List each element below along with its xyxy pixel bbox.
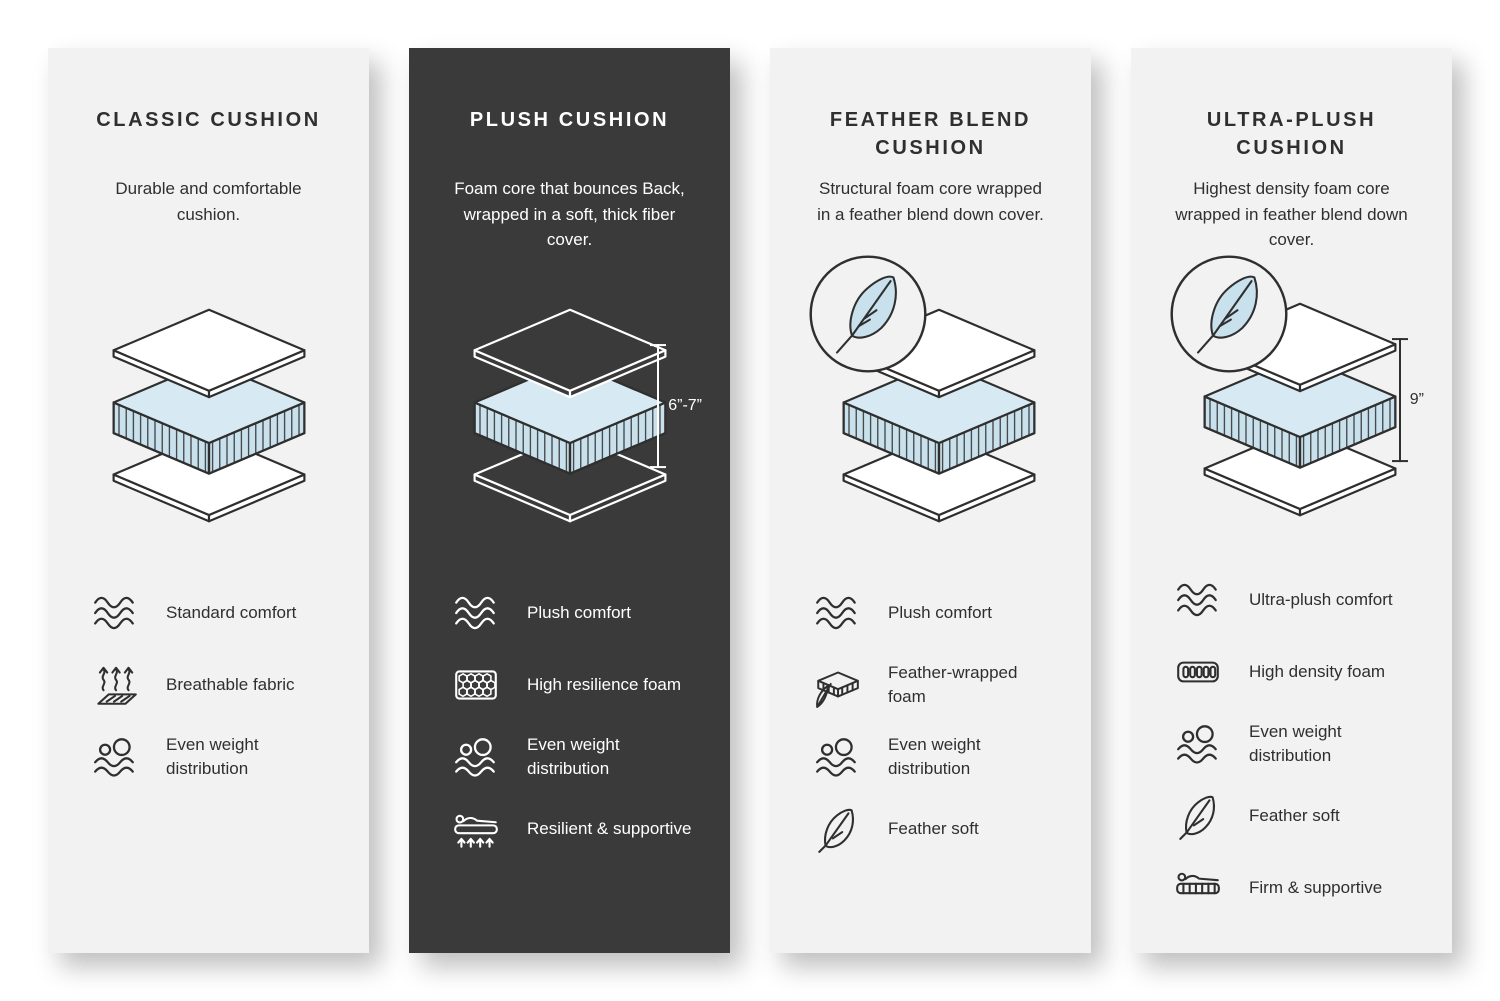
feather-badge-icon [806,252,930,376]
height-label: 6”-7” [668,397,702,415]
feature-list: Plush comfort Feather-wrapped foam Even … [804,588,1057,854]
card-title: CLASSIC CUSHION [96,109,321,131]
feature-item: Ultra-plush comfort [1173,575,1418,625]
dimension-line [650,344,667,469]
feature-item: Even weight distribution [90,732,335,782]
feature-label: Feather soft [1249,806,1340,826]
feature-item: Breathable fabric [90,660,335,710]
feature-list: Plush comfort High resilience foam Even … [443,588,696,854]
feature-item: High resilience foam [451,660,696,710]
wave-icon [90,588,140,638]
feature-item: Even weight distribution [812,732,1057,782]
feature-item: High density foam [1173,647,1418,697]
feature-label: Even weight distribution [166,735,259,778]
feature-item: Resilient & supportive [451,804,696,854]
card-ultra-plush-cushion: ULTRA-PLUSH CUSHION Highest density foam… [1131,48,1452,953]
feather-wrapped-foam-icon [812,660,862,710]
cushion-diagram [101,308,317,524]
card-description: Durable and comfortable cushion. [115,179,302,224]
feature-label: Standard comfort [166,603,297,623]
cushion-layers-diagram [804,284,1057,548]
feature-label: High resilience foam [527,675,682,695]
even-weight-icon [90,732,140,782]
card-classic-cushion: CLASSIC CUSHION Durable and comfortable … [48,48,369,953]
height-label: 9” [1409,390,1424,408]
card-title: PLUSH CUSHION [469,109,670,131]
card-title: FEATHER BLEND CUSHION [829,109,1032,159]
dimension-line [1391,337,1408,462]
feature-label: Feather soft [888,819,979,839]
feature-list: Ultra-plush comfort High density foam Ev… [1165,575,1418,913]
cushion-layers-diagram: 6”-7” [443,284,702,548]
card-description: Highest density foam core wrapped in fea… [1175,179,1408,249]
cushion-layers-diagram [82,284,335,548]
card-title: ULTRA-PLUSH CUSHION [1206,109,1377,159]
cushion-diagram [462,308,678,524]
feature-label: Resilient & supportive [527,819,692,839]
feature-label: Even weight distribution [527,735,620,778]
wave-icon [451,588,501,638]
breathable-fabric-icon [90,660,140,710]
honeycomb-foam-icon [451,660,501,710]
card-description: Structural foam core wrapped in a feathe… [817,179,1044,224]
feature-item: Feather soft [1173,791,1418,841]
feature-item: Feather soft [812,804,1057,854]
firm-supportive-icon [1173,863,1223,913]
feature-item: Plush comfort [812,588,1057,638]
cushion-layers-diagram: 9” [1165,284,1424,535]
even-weight-icon [1173,719,1223,769]
resilient-supportive-icon [451,804,501,854]
height-measurement: 6”-7” [650,344,702,469]
wave-icon [1173,575,1223,625]
feather-icon [1173,791,1223,841]
feature-label: Feather-wrapped foam [888,663,1018,706]
height-measurement: 9” [1391,337,1424,462]
wave-icon [812,588,862,638]
feature-list: Standard comfort Breathable fabric Even … [82,588,335,782]
feature-item: Even weight distribution [1173,719,1418,769]
feature-item: Standard comfort [90,588,335,638]
feather-icon [812,804,862,854]
feature-item: Even weight distribution [451,732,696,782]
feature-label: Even weight distribution [1249,722,1342,765]
card-plush-cushion: PLUSH CUSHION Foam core that bounces Bac… [409,48,730,953]
card-feather-blend-cushion: FEATHER BLEND CUSHION Structural foam co… [770,48,1091,953]
feature-label: High density foam [1249,662,1386,682]
feature-label: Firm & supportive [1249,878,1383,898]
feather-badge-icon [1167,252,1291,376]
feature-item: Firm & supportive [1173,863,1418,913]
high-density-foam-icon [1173,647,1223,697]
feature-label: Breathable fabric [166,675,295,695]
feature-label: Even weight distribution [888,735,981,778]
feature-label: Plush comfort [888,603,992,623]
feature-item: Feather-wrapped foam [812,660,1057,710]
feature-label: Plush comfort [527,603,631,623]
even-weight-icon [451,732,501,782]
even-weight-icon [812,732,862,782]
card-description: Foam core that bounces Back, wrapped in … [454,179,685,249]
feature-item: Plush comfort [451,588,696,638]
feature-label: Ultra-plush comfort [1249,590,1393,610]
